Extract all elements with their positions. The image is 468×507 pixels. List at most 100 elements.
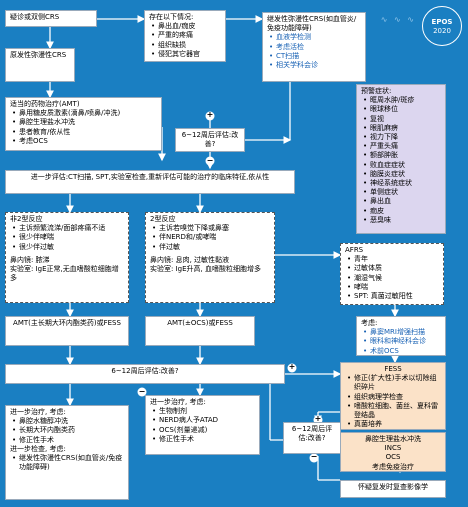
warning-item: 额部肿胀 [363, 151, 441, 160]
warning-item: 脑膜炎症状 [363, 170, 441, 179]
followup-text: 怀疑复发时复查影像学 [358, 483, 428, 491]
fess-item: 嗜酸粒细胞、菌丝、夏科雷登结晶 [347, 402, 441, 420]
type2-endoscopy: 鼻内镜: 息肉, 过敏性黏液 [150, 255, 230, 264]
followup-box: 怀疑复发时复查影像学 [340, 480, 446, 498]
primary-crs-box: 原发性弥漫性CRS [5, 48, 75, 82]
non-type2-box: 非2型反应 主诉频繁流涕/面部疼痛不适 很少伴哮喘 很少伴过敏 鼻内镜: 脓涕 … [5, 212, 129, 303]
fess-item: 组织病理学检查 [347, 393, 441, 402]
afrs-item: 哮喘 [347, 283, 439, 292]
minus-sign: − [310, 452, 318, 461]
eval1-text: 6~12周后评估:改善? [181, 131, 239, 149]
type2-title: 2型反应 [150, 215, 176, 223]
fess-item: 修正(扩大性)手术以切除组织碎片 [347, 374, 441, 392]
warning-symptoms-box: 预警症状: 眶周水肿/斑疹 眼球移位 复视 眼肌麻痹 视力下降 严重头痛 额部肿… [356, 84, 446, 234]
mid-further-treatment-box: 进一步治疗, 考虑: 生物制剂 NERD病人予ATAD OCS(剂量递减) 修正… [145, 395, 260, 455]
further-eval-text: 进一步评估:CT扫描, SPT,实验室检查,重新评估可能的治疗的临床特征,依从性 [30, 173, 270, 181]
further-eval-box: 进一步评估:CT扫描, SPT,实验室检查,重新评估可能的治疗的临床特征,依从性 [5, 170, 295, 194]
consider-item: 术前OCS [363, 347, 441, 356]
logo-text-1: EPOS [431, 18, 453, 26]
type2-item: 主诉若嗅觉下降或鼻塞 [152, 224, 270, 233]
amt-box: 适当的药物治疗(AMT) 鼻用糖皮质激素(滴鼻/喷鼻/冲洗) 鼻腔生理盐水冲洗 … [5, 97, 162, 151]
amt-non-type2-text: AMT(主长期大环内酯类药)或FESS [13, 319, 121, 327]
mid-further-item: NERD病人予ATAD [152, 416, 255, 425]
non-type2-title: 非2型反应 [10, 215, 43, 223]
present-item: 侵犯其它器官 [151, 50, 221, 59]
type2-item: 伴NERD和/或哮喘 [152, 233, 270, 242]
left-further-item: 长期大环内酯类药 [12, 426, 124, 435]
left-further-extra-title: 进一步检查, 考虑: [10, 444, 66, 453]
suspect-crs-text: 疑诊或双侧CRS [10, 13, 60, 21]
eval3-text: 6~12周后评估:改善? [291, 425, 333, 443]
afrs-item: 过敏体质 [347, 264, 439, 273]
secondary-item: CT扫描 [269, 52, 361, 61]
present-item: 严重的疼痛 [151, 31, 221, 40]
suspect-crs-box: 疑诊或双侧CRS [5, 10, 97, 27]
eval3-box: 6~12周后评估:改善? [283, 422, 341, 454]
non-type2-item: 很少伴过敏 [12, 243, 124, 252]
secondary-crs-box: 继发性弥漫性CRS(如血管炎/免疫功能障碍) 血液学检测 考虑活检 CT扫描 相… [262, 12, 366, 82]
minus-sign: − [138, 387, 146, 396]
secondary-item: 考虑活检 [269, 43, 361, 52]
mid-further-item: 生物制剂 [152, 407, 255, 416]
non-type2-item: 主诉频繁流涕/面部疼痛不适 [12, 224, 124, 233]
warning-item: 眼肌麻痹 [363, 124, 441, 133]
fess-title: FESS [384, 365, 402, 373]
type2-box: 2型反应 主诉若嗅觉下降或鼻塞 伴NERD和/或哮喘 伴过敏 鼻内镜: 息肉, … [145, 212, 275, 303]
secondary-item: 相关学科会诊 [269, 61, 361, 70]
warning-item: 单侧症状 [363, 188, 441, 197]
consider-title: 考虑: [361, 319, 378, 327]
minus-sign: − [206, 156, 214, 165]
non-type2-lab: 实验室: IgE正常,无血嗜酸粒细胞增多 [10, 265, 119, 283]
type2-lab: 实验室: IgE升高, 血嗜酸粒细胞增多 [150, 265, 261, 274]
amt-type2-text: AMT(±OCS)或FESS [167, 319, 233, 327]
warning-item: 恶臭味 [363, 216, 441, 225]
present-item: 组织缺损 [151, 41, 221, 50]
left-further-title: 进一步治疗, 考虑: [10, 408, 66, 416]
eval2-box: 6~12周后评估:改善? [5, 364, 285, 384]
mid-further-item: 修正性手术 [152, 435, 255, 444]
post-op-item: 考虑免疫治疗 [372, 462, 414, 471]
decorative-text: ∿ ∿ ∿ [380, 15, 416, 24]
fess-item: 真菌培养 [347, 420, 441, 429]
warning-item: 痂皮 [363, 207, 441, 216]
eval2-text: 6~12周后评估:改善? [111, 367, 179, 375]
mid-further-item: OCS(剂量递减) [152, 426, 255, 435]
warning-item: 神经系统症状 [363, 179, 441, 188]
mid-further-title: 进一步治疗, 考虑: [150, 398, 206, 406]
afrs-item: 潮湿气候 [347, 274, 439, 283]
plus-sign: + [288, 362, 296, 371]
amt-item: 患者教育/依从性 [12, 128, 157, 137]
secondary-item: 血液学检测 [269, 33, 361, 42]
amt-non-type2-box: AMT(主长期大环内酯类药)或FESS [5, 316, 129, 346]
warning-item: 复视 [363, 115, 441, 124]
warning-item: 严重头痛 [363, 142, 441, 151]
amt-item: 鼻用糖皮质激素(滴鼻/喷鼻/冲洗) [12, 109, 157, 118]
logo-text-2: 2020 [433, 27, 451, 35]
eval1-box: 6~12周后评估:改善? [175, 128, 245, 152]
amt-type2-box: AMT(±OCS)或FESS [145, 316, 255, 346]
epos-logo: EPOS 2020 [422, 6, 462, 46]
non-type2-item: 很少伴哮喘 [12, 233, 124, 242]
afrs-item: 青年 [347, 255, 439, 264]
non-type2-endoscopy: 鼻内镜: 脓涕 [10, 255, 50, 264]
post-op-item: INCS [384, 444, 402, 453]
left-further-treatment-box: 进一步治疗, 考虑: 鼻腔水糖醇冲洗 长期大环内酯类药 修正性手术 进一步检查,… [5, 405, 129, 500]
afrs-item: SPT: 真菌过敏阳性 [347, 292, 439, 301]
left-further-item: 修正性手术 [12, 436, 124, 445]
consider-item: 眼科和神经科会诊 [363, 337, 441, 346]
left-further-extra-item: 继发性弥漫性CRS(如血管炎/免疫功能障碍) [12, 454, 124, 472]
post-op-title: 鼻腔生理盐水冲洗 [365, 435, 421, 443]
primary-crs-text: 原发性弥漫性CRS [10, 51, 67, 59]
present-conditions-title: 存在以下情况: [149, 13, 194, 21]
afrs-title: AFRS [345, 246, 364, 254]
type2-item: 伴过敏 [152, 243, 270, 252]
secondary-crs-title: 继发性弥漫性CRS(如血管炎/免疫功能障碍) [267, 15, 357, 33]
plus-sign: + [314, 414, 322, 423]
fess-box: FESS 修正(扩大性)手术以切除组织碎片 组织病理学检查 嗜酸粒细胞、菌丝、夏… [340, 362, 446, 430]
afrs-box: AFRS 青年 过敏体质 潮湿气候 哮喘 SPT: 真菌过敏阳性 [340, 243, 444, 305]
warning-item: 眶周水肿/斑疹 [363, 96, 441, 105]
amt-item: 鼻腔生理盐水冲洗 [12, 118, 157, 127]
amt-item: 考虑OCS [12, 137, 157, 146]
warning-title: 预警症状: [361, 87, 392, 95]
plus-sign: + [206, 110, 214, 119]
